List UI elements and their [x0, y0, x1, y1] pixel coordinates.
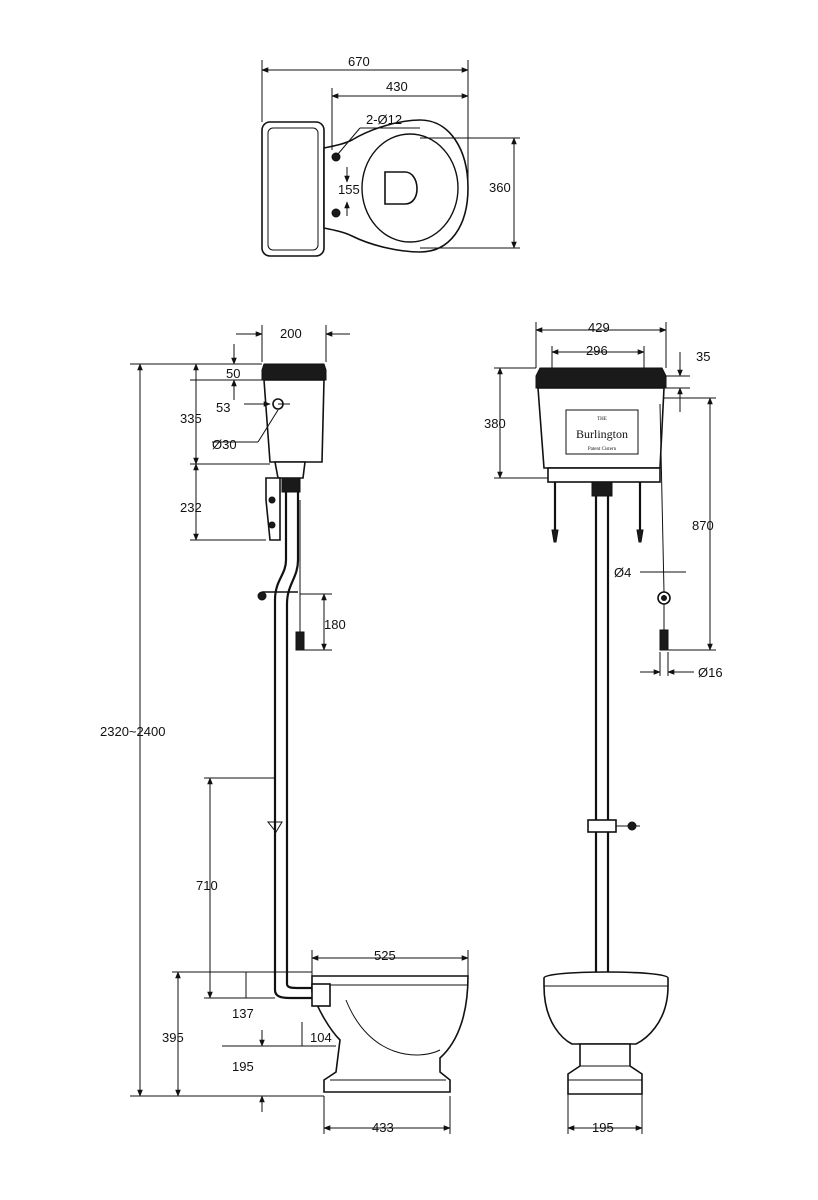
- top-seat-opening: [384, 171, 418, 205]
- dim-front-chain-length: 870: [692, 518, 714, 533]
- top-hole-2: [331, 208, 341, 218]
- top-cistern-inner: [267, 127, 319, 251]
- side-cistern-lid: [261, 363, 327, 381]
- dim-side-outlet-projection: 104: [310, 1030, 332, 1045]
- top-cistern-outer: [261, 121, 325, 257]
- side-view: 200 50 335 53 Ø30 232 180 2320~2400: [100, 325, 469, 1135]
- front-flush-valve: [591, 481, 613, 497]
- side-flush-pipe-outer: [273, 492, 312, 1000]
- top-hole-1: [331, 152, 341, 162]
- dim-top-hole-spacing: 155: [338, 182, 360, 197]
- dim-side-outlet-base: 195: [232, 1059, 254, 1074]
- dim-front-pedestal-width: 195: [592, 1120, 614, 1135]
- dim-front-lid-overhang: 35: [696, 349, 710, 364]
- side-flush-pipe-inner: [285, 492, 312, 990]
- top-seat: [361, 133, 459, 243]
- dim-side-cistern-height: 335: [180, 411, 202, 426]
- front-view: THE Burlington Patent Cistern: [484, 320, 723, 1135]
- front-pipe-clip: [587, 819, 617, 833]
- dim-side-bracket-height: 232: [180, 500, 202, 515]
- front-pedestal: [567, 1043, 643, 1095]
- dim-side-handle-drop: 180: [324, 617, 346, 632]
- dim-side-inlet-diameter: Ø30: [212, 437, 237, 452]
- side-pull-handle: [295, 631, 305, 651]
- brand-tagline: Patent Cistern: [588, 447, 617, 452]
- dim-top-width-overall: 670: [348, 54, 370, 69]
- dim-front-cistern-height: 380: [484, 416, 506, 431]
- side-bracket: [265, 477, 281, 541]
- dim-side-cistern-depth: 200: [280, 326, 302, 341]
- dim-side-overall-height: 2320~2400: [100, 724, 165, 739]
- dim-front-handle-diameter: Ø16: [698, 665, 723, 680]
- dim-top-depth: 360: [489, 180, 511, 195]
- dim-front-cistern-width: 429: [588, 320, 610, 335]
- side-cistern-body: [263, 379, 325, 463]
- front-cistern-lid: [535, 367, 667, 389]
- front-logo-plate: [565, 409, 639, 455]
- front-pull-handle: [659, 629, 669, 651]
- dim-side-lid-height: 50: [226, 366, 240, 381]
- dim-front-lid-width: 296: [586, 343, 608, 358]
- dim-top-holes: 2-Ø12: [366, 112, 402, 127]
- dim-side-pan-height: 395: [162, 1030, 184, 1045]
- front-pan-bowl: [543, 971, 669, 1045]
- dim-side-base-length: 433: [372, 1120, 394, 1135]
- dim-side-pan-length: 525: [374, 948, 396, 963]
- front-chain: [659, 403, 665, 593]
- side-outlet-connector: [311, 983, 331, 1007]
- dim-top-bowl-width: 430: [386, 79, 408, 94]
- dim-side-inlet-offset: 53: [216, 400, 230, 415]
- front-right-bolt: [636, 529, 644, 543]
- dim-side-outlet-height: 137: [232, 1006, 254, 1021]
- front-left-bolt: [551, 529, 559, 543]
- side-pan: [311, 975, 469, 1093]
- dim-side-pipe-section: 710: [196, 878, 218, 893]
- top-view: 670 430 2-Ø12 155 360: [261, 54, 520, 257]
- brand-name: Burlington: [576, 427, 628, 441]
- side-flush-valve: [281, 477, 301, 493]
- brand-the: THE: [597, 417, 607, 422]
- dim-front-chain-diameter: Ø4: [614, 565, 631, 580]
